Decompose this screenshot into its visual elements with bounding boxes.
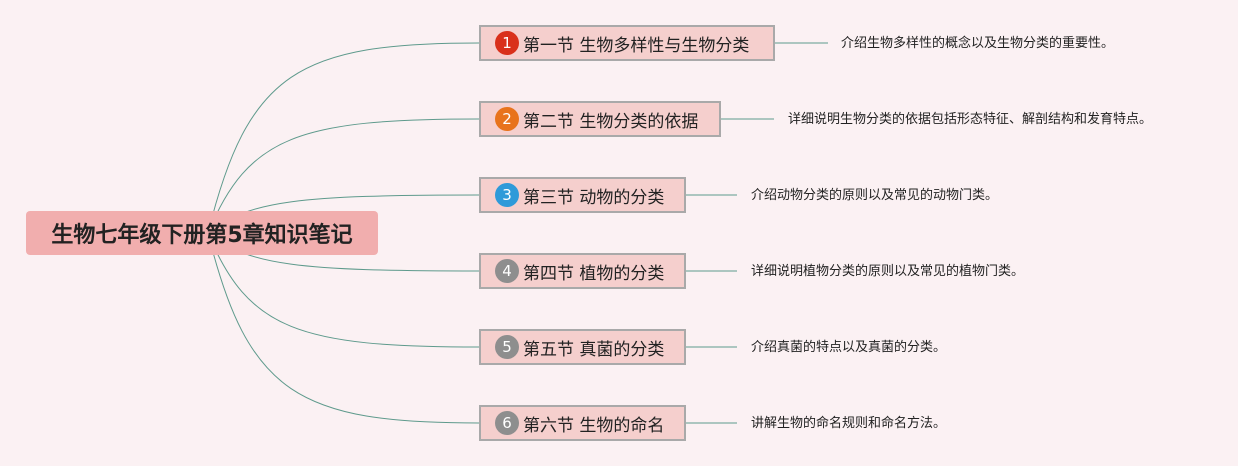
connector-curve-2 bbox=[207, 118, 480, 234]
branch-description-5: 介绍真菌的特点以及真菌的分类。 bbox=[751, 340, 947, 355]
connector-curve-5 bbox=[207, 232, 480, 348]
number-badge-1: 1 bbox=[495, 31, 519, 55]
branch-title: 第一节 生物多样性与生物分类 bbox=[523, 35, 750, 56]
number-badge-4: 4 bbox=[495, 259, 519, 283]
branch-topic-6[interactable]: 6 第六节 生物的命名 bbox=[479, 405, 686, 441]
branch-description-4: 详细说明植物分类的原则以及常见的植物门类。 bbox=[751, 264, 1025, 279]
connector-curve-1 bbox=[207, 42, 480, 234]
number-badge-2: 2 bbox=[495, 107, 519, 131]
root-topic[interactable]: 生物七年级下册第5章知识笔记 bbox=[26, 211, 378, 255]
number-badge-3: 3 bbox=[495, 183, 519, 207]
branch-topic-1[interactable]: 1 第一节 生物多样性与生物分类 bbox=[479, 25, 775, 61]
branch-description-1: 介绍生物多样性的概念以及生物分类的重要性。 bbox=[841, 36, 1115, 51]
branch-description-3: 介绍动物分类的原则以及常见的动物门类。 bbox=[751, 188, 999, 203]
branch-description-6: 讲解生物的命名规则和命名方法。 bbox=[751, 416, 947, 431]
branch-title: 第三节 动物的分类 bbox=[523, 187, 665, 208]
branch-topic-4[interactable]: 4 第四节 植物的分类 bbox=[479, 253, 686, 289]
branch-description-2: 详细说明生物分类的依据包括形态特征、解剖结构和发育特点。 bbox=[788, 112, 1153, 127]
branch-topic-5[interactable]: 5 第五节 真菌的分类 bbox=[479, 329, 686, 365]
branch-title: 第四节 植物的分类 bbox=[523, 263, 665, 284]
branch-topic-2[interactable]: 2 第二节 生物分类的依据 bbox=[479, 101, 721, 137]
branch-title: 第六节 生物的命名 bbox=[523, 415, 665, 436]
branch-title: 第五节 真菌的分类 bbox=[523, 339, 665, 360]
branch-title: 第二节 生物分类的依据 bbox=[523, 111, 699, 132]
number-badge-5: 5 bbox=[495, 335, 519, 359]
connector-curve-6 bbox=[207, 232, 480, 424]
number-badge-6: 6 bbox=[495, 411, 519, 435]
branch-topic-3[interactable]: 3 第三节 动物的分类 bbox=[479, 177, 686, 213]
